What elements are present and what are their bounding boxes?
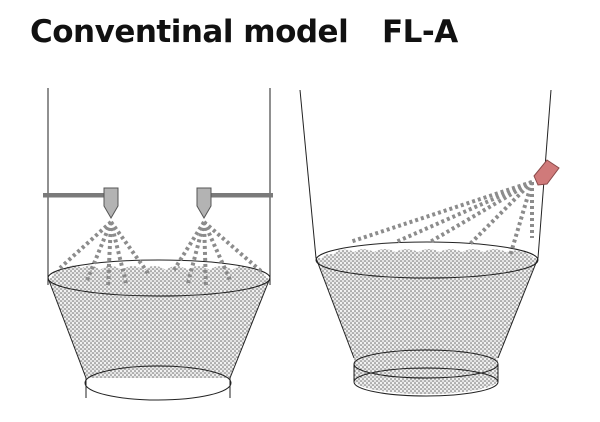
left-powder-bed bbox=[47, 259, 271, 401]
left-spray-header-pipe bbox=[43, 193, 273, 198]
fla-model-panel bbox=[299, 89, 560, 397]
angled-spray-nozzle-icon bbox=[533, 159, 560, 186]
spray-nozzle-icon bbox=[103, 187, 119, 219]
fla-model-title: FL-A bbox=[382, 14, 458, 50]
conventional-model-title: Conventinal model bbox=[30, 14, 349, 50]
right-powder-bed bbox=[315, 241, 539, 397]
conventional-model-panel bbox=[43, 88, 273, 401]
spray-nozzle-icon bbox=[196, 187, 212, 219]
right-spray-pattern bbox=[349, 180, 534, 257]
left-spray-pattern bbox=[58, 220, 264, 287]
right-vessel-wall-left bbox=[299, 89, 317, 259]
